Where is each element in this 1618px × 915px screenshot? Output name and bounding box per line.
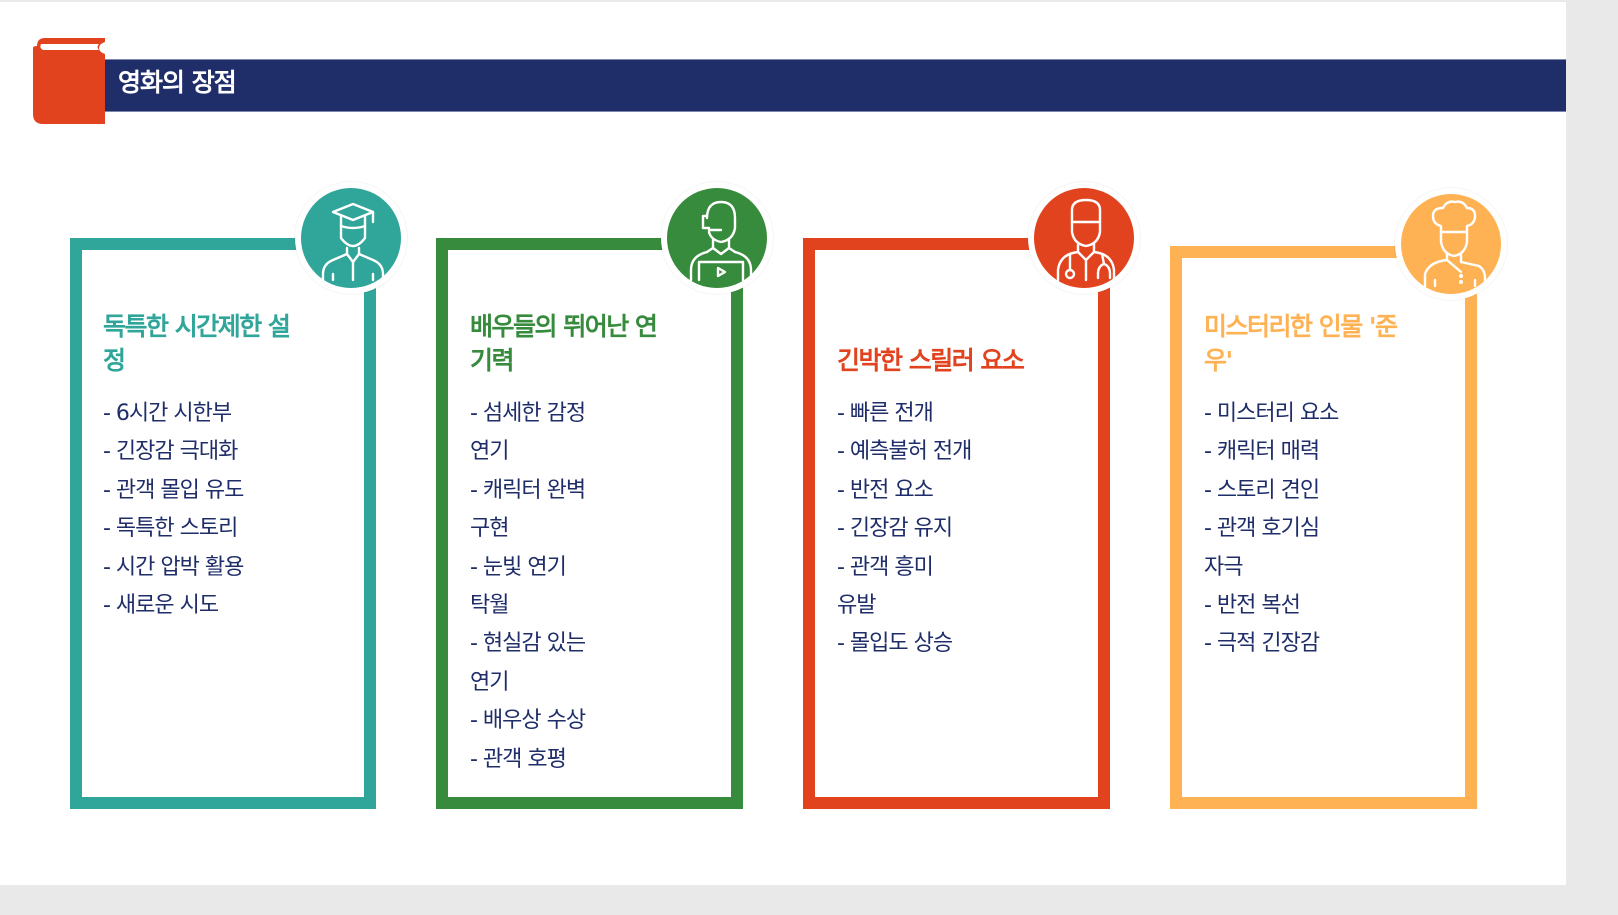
list-item: - 관객 흥미 [837,554,934,580]
card-acting [436,238,743,809]
list-item: - 스토리 견인 [1204,477,1320,503]
list-item: - 예측불허 전개 [837,439,972,465]
list-item: - 극적 긴장감 [1204,631,1320,657]
card-items: - 빠른 전개 - 예측불허 전개 - 반전 요소 - 긴장감 유지 - 관객 … [837,395,972,664]
list-item: 연기 [470,439,509,465]
book-icon [33,38,105,124]
page-title: 영화의 장점 [118,68,237,97]
list-item: - 몰입도 상승 [837,631,953,657]
list-item: - 독특한 스토리 [103,516,238,542]
card-title: 긴박한 스릴러 요소 [837,346,1025,375]
list-item: 자극 [1204,554,1243,580]
list-item: - 반전 복선 [1204,593,1301,619]
presenter-headset-icon [689,200,753,282]
list-item: - 긴장감 유지 [837,516,953,542]
graduate-icon [321,202,385,282]
list-item: - 시간 압박 활용 [103,554,244,580]
list-item: - 미스터리 요소 [1204,401,1339,426]
list-item: 구현 [470,516,509,542]
card-thriller [803,238,1110,809]
list-item: - 배우상 수상 [470,708,586,734]
chef-icon [1423,200,1487,288]
list-item: 탁월 [470,593,509,619]
list-item: - 긴장감 극대화 [103,439,238,465]
list-item: - 관객 호평 [470,746,567,772]
list-item: - 관객 몰입 유도 [103,477,244,503]
card-items: - 6시간 시한부 - 긴장감 극대화 - 관객 몰입 유도 - 독특한 스토리… [103,395,244,625]
list-item: - 섬세한 감정 [470,401,586,426]
list-item: - 캐릭터 매력 [1204,439,1320,465]
card-time-limit [70,238,376,809]
badge [1028,182,1140,294]
list-item: 유발 [837,593,876,619]
list-item: - 새로운 시도 [103,593,219,619]
list-item: - 반전 요소 [837,477,934,503]
list-item: - 눈빛 연기 [470,554,567,580]
card-mystery-character [1170,246,1477,809]
card-items: - 섬세한 감정 연기 - 캐릭터 완벽 구현 - 눈빛 연기 탁월 - 현실감… [470,395,586,779]
list-item: - 빠른 전개 [837,401,934,426]
list-item: - 관객 호기심 [1204,516,1320,542]
badge [661,182,773,294]
badge [295,182,407,294]
title-bar [100,59,1566,112]
list-item: - 현실감 있는 [470,631,586,657]
badge [1395,188,1507,300]
list-item: - 캐릭터 완벽 [470,477,586,503]
card-items: - 미스터리 요소 - 캐릭터 매력 - 스토리 견인 - 관객 호기심 자극 … [1204,395,1339,664]
list-item: - 6시간 시한부 [103,401,232,426]
doctor-icon [1056,198,1116,282]
list-item: 연기 [470,669,509,695]
